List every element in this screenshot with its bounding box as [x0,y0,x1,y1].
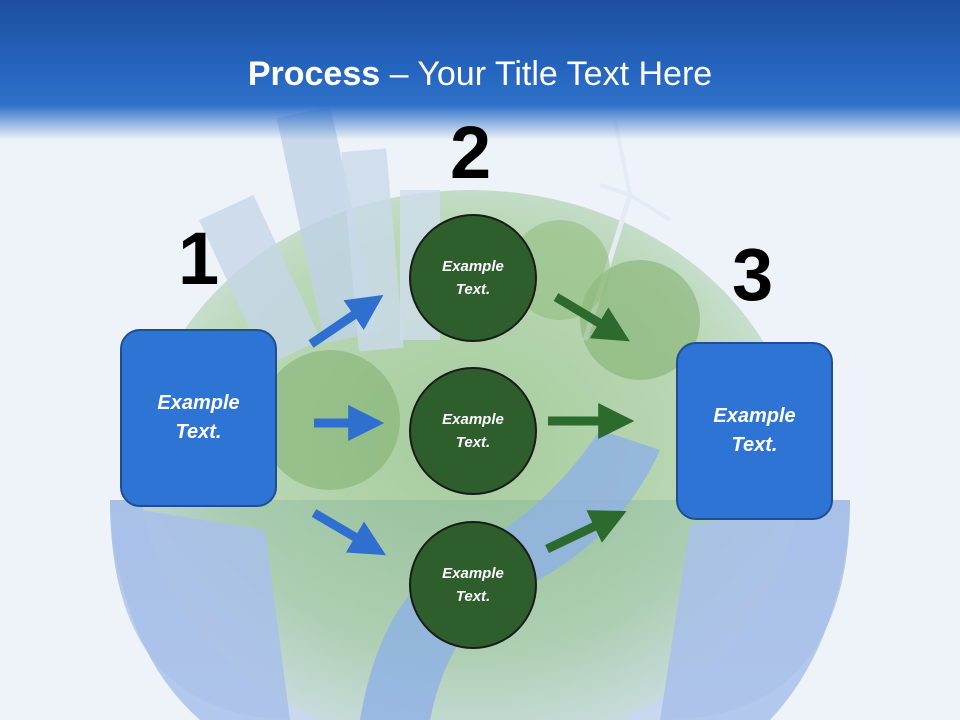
slide-title: Process – Your Title Text Here [0,52,960,96]
circle-top-line-2: Text. [455,281,491,298]
step-number-1: 1 [178,217,220,300]
right-box-line-2: Text. [731,434,778,456]
circle-bottom-line-1: Example [442,565,504,582]
circle-middle-line-2: Text. [455,434,491,451]
right-box-line-1: Example [713,405,796,427]
title-bold: Process [247,55,381,93]
title-bar [0,0,960,140]
circle-top-line-1: Example [442,258,504,275]
step-number-3: 3 [732,233,774,316]
left-box-line-2: Text. [175,421,222,443]
title-rest: – Your Title Text Here [380,55,713,93]
step-number-2: 2 [450,111,492,194]
circle-middle-line-1: Example [442,411,504,428]
circle-bottom-line-2: Text. [455,588,491,605]
left-box-line-1: Example [157,392,240,414]
